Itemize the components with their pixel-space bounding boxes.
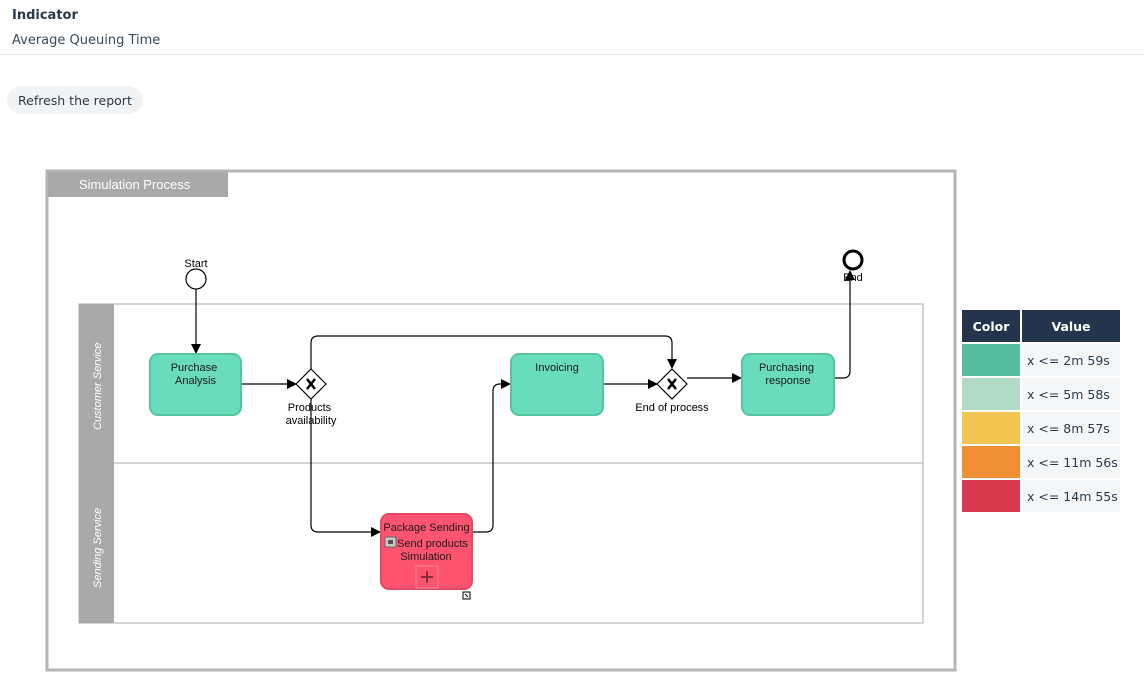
legend-value: x <= 14m 55s (1021, 478, 1120, 512)
task-invoicing[interactable]: Invoicing (510, 353, 604, 416)
call-activity-icon (384, 536, 397, 548)
sequence-flows (191, 270, 855, 537)
indicator-value: Average Queuing Time (12, 33, 161, 48)
subprocess-title: Package Sending (383, 522, 469, 534)
legend-header-value: Value (1021, 310, 1120, 343)
start-label: Start (184, 258, 207, 270)
flow-gateway-to-end-gateway (310, 335, 677, 369)
legend-swatch (962, 478, 1022, 512)
gateway-label-line: Products (288, 402, 332, 414)
legend-swatch (962, 444, 1022, 479)
process-diagram: Simulation Process Customer Service Send… (45, 169, 957, 672)
flow-response-to-end (834, 270, 855, 379)
start-event[interactable]: Start (184, 258, 208, 290)
lane-label-sending-service: Sending Service (92, 508, 104, 588)
task-label-line: Purchase (171, 362, 217, 374)
gateway-end-of-process[interactable]: End of process (635, 368, 709, 414)
gateway-products-availability[interactable]: Products availability (286, 368, 337, 427)
subprocess-line: Send products (397, 538, 468, 550)
legend-row: x <= 5m 58s (962, 376, 1120, 411)
legend-swatch (962, 342, 1022, 377)
end-event[interactable]: End (842, 249, 864, 284)
subprocess-package-sending[interactable]: Package Sending Send products Simulation (380, 513, 473, 590)
svg-text:Send products Simulation: Send products Simulation (397, 538, 471, 563)
flow-gateway-to-package-sending (310, 399, 381, 537)
legend-row: x <= 14m 55s (962, 478, 1120, 512)
lane-sending-service: Sending Service (78, 462, 924, 624)
task-purchasing-response[interactable]: Purchasing response (741, 353, 835, 416)
subprocess-line: Simulation (400, 551, 451, 563)
legend-swatch (962, 376, 1022, 411)
task-purchase-analysis[interactable]: Purchase Analysis (149, 353, 242, 416)
task-label-line: Analysis (175, 375, 216, 387)
indicator-label: Indicator (12, 8, 78, 23)
legend-value: x <= 11m 56s (1021, 444, 1120, 479)
gateway-label-line: availability (286, 415, 337, 427)
flow-package-to-invoicing (472, 379, 511, 533)
legend-row: x <= 11m 56s (962, 444, 1120, 479)
expand-subprocess-icon[interactable] (415, 565, 439, 589)
collapse-marker-icon (462, 591, 471, 600)
legend-swatch (962, 410, 1022, 445)
svg-text:Purchase Analysis: Purchase Analysis (171, 362, 221, 387)
task-label-invoicing: Invoicing (535, 362, 578, 374)
legend-value: x <= 5m 58s (1021, 376, 1120, 411)
task-label-line: response (765, 375, 810, 387)
task-label-line: Purchasing (759, 362, 814, 374)
end-label: End (843, 272, 863, 284)
color-legend: Color Value x <= 2m 59s x <= 5m 58s x <=… (962, 310, 1120, 512)
legend-row: x <= 8m 57s (962, 410, 1120, 445)
svg-text:Purchasing response: Purchasing response (759, 362, 817, 387)
refresh-report-button[interactable]: Refresh the report (7, 86, 143, 114)
indicator-header: Indicator Average Queuing Time (0, 0, 1144, 55)
gateway-label-end-of-process: End of process (635, 402, 709, 414)
lane-label-customer-service: Customer Service (92, 343, 104, 430)
legend-row: x <= 2m 59s (962, 342, 1120, 377)
legend-value: x <= 8m 57s (1021, 410, 1120, 445)
pool-label: Simulation Process (79, 177, 191, 192)
svg-text:Products availability: Products availability (286, 402, 337, 427)
legend-header-color: Color (962, 310, 1022, 343)
pool: Simulation Process (45, 169, 957, 672)
legend-value: x <= 2m 59s (1021, 342, 1120, 377)
